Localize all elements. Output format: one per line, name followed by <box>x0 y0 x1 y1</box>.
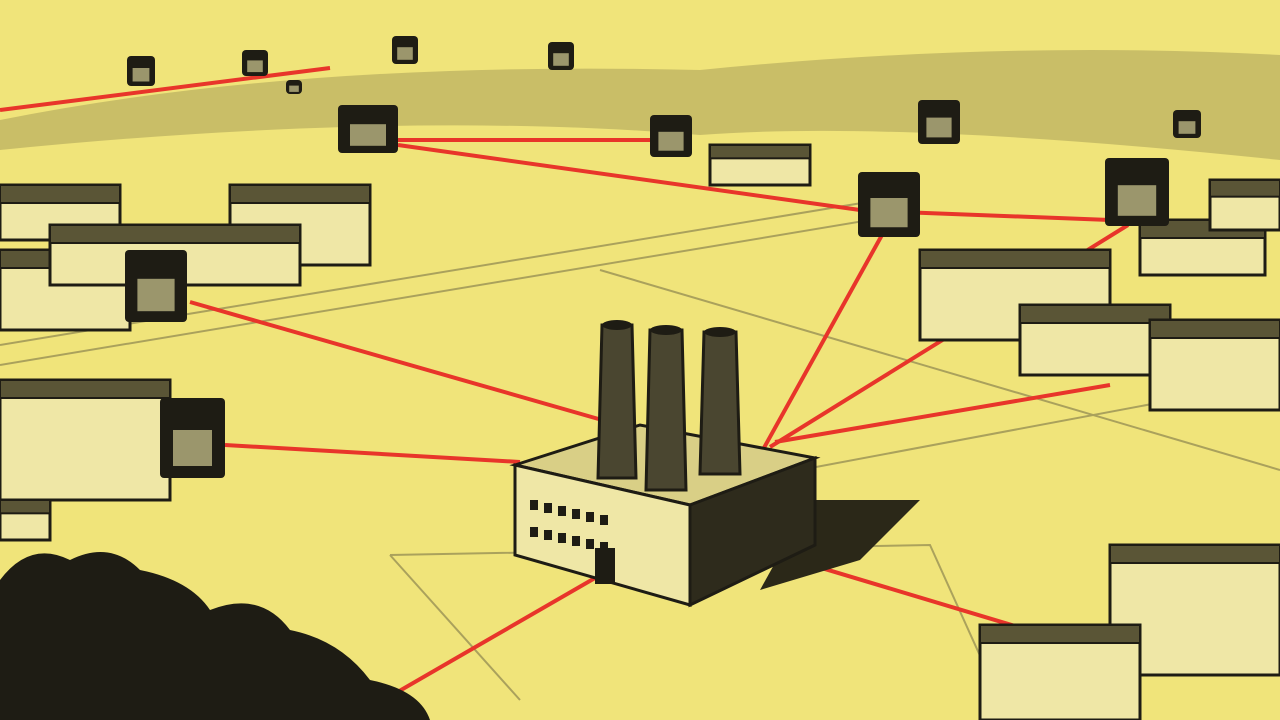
factory-window <box>558 506 566 516</box>
clinic-windows <box>350 124 386 146</box>
clinic-windows <box>132 68 150 82</box>
clinic-windows <box>1178 121 1196 134</box>
clinic-windows <box>289 85 299 92</box>
connection-line <box>397 143 861 212</box>
clinic-windows <box>173 430 212 466</box>
clinic-windows <box>553 53 569 66</box>
factory <box>509 320 920 608</box>
factory-window <box>544 530 552 540</box>
smokestack <box>644 328 688 492</box>
clinic-windows <box>397 47 413 60</box>
connection-line <box>758 234 884 456</box>
tree-cluster-icon <box>0 552 430 720</box>
connection-line <box>0 66 331 112</box>
smokestack <box>596 323 638 480</box>
buildings <box>0 143 1280 720</box>
building-roof <box>1109 544 1280 564</box>
factory-window <box>572 536 580 546</box>
clinic-windows <box>926 117 952 138</box>
building-roof <box>1209 179 1280 198</box>
factory-side <box>688 455 817 608</box>
connection-line <box>774 383 1111 444</box>
building-roof <box>0 379 171 399</box>
factory-window <box>572 509 580 519</box>
connection-line <box>374 576 596 707</box>
building-roof <box>979 624 1141 644</box>
factory-window <box>558 533 566 543</box>
smokestack <box>698 330 742 476</box>
factory-window <box>600 515 608 525</box>
factory-window <box>600 542 608 552</box>
building-roof <box>49 224 301 244</box>
smokestack-top <box>704 327 736 337</box>
connection-line <box>189 300 631 430</box>
clinics <box>125 36 1201 478</box>
connection-line <box>224 443 521 464</box>
connection-line <box>899 210 1111 222</box>
factory-door <box>595 548 615 584</box>
clinic-windows <box>1117 185 1157 216</box>
building-roof <box>1149 319 1280 339</box>
clinic-windows <box>658 131 684 151</box>
factory-window <box>530 500 538 510</box>
clinic-windows <box>247 60 263 73</box>
building-roof <box>709 144 811 160</box>
building-roof <box>919 249 1111 269</box>
building-roof <box>229 184 371 204</box>
factory-window <box>586 539 594 549</box>
connection-lines <box>0 66 1130 707</box>
factory-window <box>530 527 538 537</box>
clinic-windows <box>870 198 908 228</box>
smokestack-top <box>602 320 632 330</box>
clinic-windows <box>137 278 175 312</box>
building-roof <box>0 184 121 204</box>
factory-window <box>544 503 552 513</box>
factory-window <box>586 512 594 522</box>
building-roof <box>1019 304 1171 324</box>
smokestack-top <box>650 325 682 335</box>
building-roof <box>0 499 51 515</box>
